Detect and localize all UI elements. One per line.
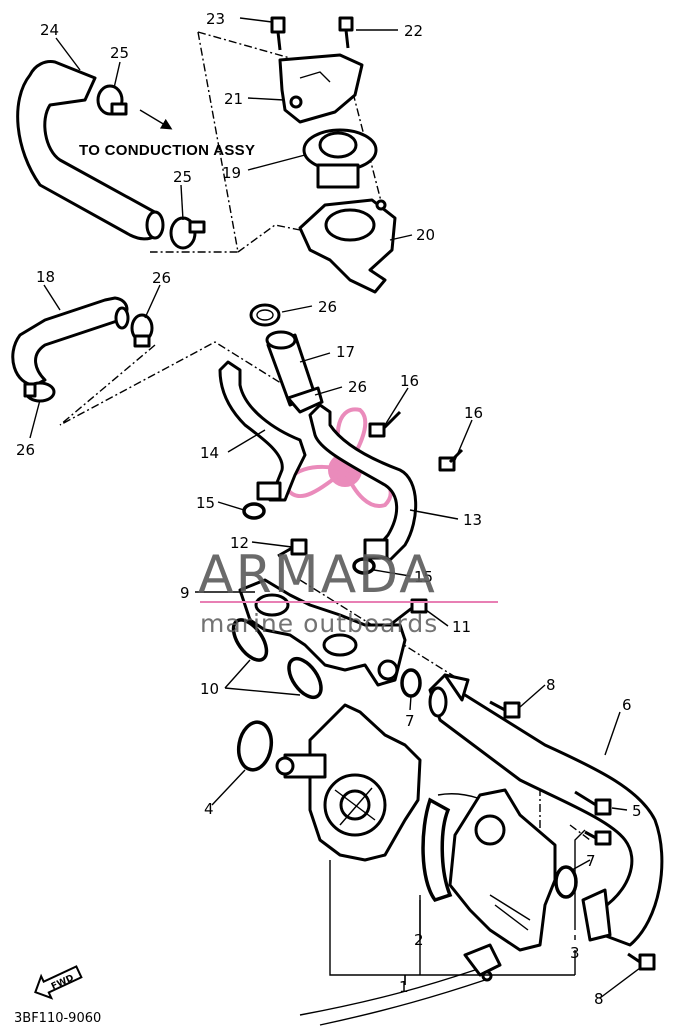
callout-3: 3 bbox=[570, 944, 580, 962]
hose-clamp-25-upper bbox=[96, 84, 128, 116]
callout-26-c: 26 bbox=[348, 378, 367, 396]
o-ring-7-a bbox=[400, 668, 422, 698]
bolt-7-small bbox=[584, 830, 612, 846]
callout-6: 6 bbox=[622, 696, 632, 714]
callout-2: 2 bbox=[414, 931, 424, 949]
impeller-shaft bbox=[275, 753, 327, 779]
callout-19: 19 bbox=[222, 164, 241, 182]
o-ring-15-b bbox=[352, 557, 376, 575]
callout-4: 4 bbox=[204, 800, 214, 818]
callout-26-b: 26 bbox=[318, 298, 337, 316]
hose-clamp-25-lower bbox=[169, 216, 206, 250]
arrow-to-conduction bbox=[139, 109, 173, 130]
callout-9: 9 bbox=[180, 584, 190, 602]
water-pump-cover bbox=[308, 703, 422, 862]
callout-24: 24 bbox=[40, 21, 59, 39]
callout-23: 23 bbox=[206, 10, 225, 28]
gasket-2 bbox=[421, 797, 453, 903]
callout-15-b: 15 bbox=[414, 568, 433, 586]
callout-16-b: 16 bbox=[464, 404, 483, 422]
o-ring-4 bbox=[236, 720, 274, 772]
callout-8-a: 8 bbox=[546, 676, 556, 694]
front-direction-marker: FWD bbox=[34, 965, 83, 1000]
gasket-10-b bbox=[287, 656, 323, 700]
callout-26-d: 26 bbox=[16, 441, 35, 459]
o-ring-7-b bbox=[554, 865, 578, 899]
pipe-13 bbox=[308, 403, 418, 562]
bolt-22 bbox=[338, 16, 354, 49]
bolt-23 bbox=[270, 16, 286, 51]
callout-20: 20 bbox=[416, 226, 435, 244]
callout-1: 1 bbox=[399, 978, 409, 996]
hose-clamp-26-a bbox=[130, 313, 154, 348]
hose-24 bbox=[16, 60, 165, 241]
callout-16-a: 16 bbox=[400, 372, 419, 390]
pipe-17 bbox=[265, 330, 324, 414]
leader-lines bbox=[29, 17, 641, 999]
bolt-8-a bbox=[489, 700, 521, 719]
watermark: ARMADA marine outboards bbox=[198, 545, 498, 638]
callout-21: 21 bbox=[224, 90, 243, 108]
watermark-tagline: marine outboards bbox=[200, 609, 438, 638]
callout-8-b: 8 bbox=[594, 990, 604, 1008]
callout-7-b: 7 bbox=[586, 852, 596, 870]
callout-7-a: 7 bbox=[405, 712, 415, 730]
callout-17: 17 bbox=[336, 343, 355, 361]
callout-25-upper: 25 bbox=[110, 44, 129, 62]
callout-25-lower: 25 bbox=[173, 168, 192, 186]
callout-12: 12 bbox=[230, 534, 249, 552]
thermostat-19 bbox=[302, 128, 378, 189]
callout-labels: 23 22 24 25 21 19 25 20 18 26 26 17 26 1… bbox=[16, 10, 642, 1008]
pipe-6 bbox=[428, 673, 664, 947]
callout-11: 11 bbox=[452, 618, 471, 636]
thermostat-housing-20 bbox=[298, 198, 397, 294]
callout-13: 13 bbox=[463, 511, 482, 529]
callout-15-a: 15 bbox=[196, 494, 215, 512]
diagram-code: 3BF110-9060 bbox=[14, 1011, 101, 1026]
thermostat-cover-21 bbox=[278, 53, 364, 124]
pump-body-1 bbox=[448, 788, 557, 952]
callout-10: 10 bbox=[200, 680, 219, 698]
callout-26-a: 26 bbox=[152, 269, 171, 287]
bolt-5 bbox=[574, 790, 612, 816]
manifold-9 bbox=[238, 578, 407, 687]
callout-18: 18 bbox=[36, 268, 55, 286]
callout-5: 5 bbox=[632, 802, 642, 820]
o-ring-15-a bbox=[242, 502, 266, 520]
hose-18 bbox=[11, 296, 130, 387]
callout-14: 14 bbox=[200, 444, 219, 462]
hose-clamp-26-c bbox=[249, 303, 281, 327]
watermark-brand: ARMADA bbox=[198, 545, 437, 605]
callout-22: 22 bbox=[404, 22, 423, 40]
bolt-16-a bbox=[368, 410, 402, 438]
conduction-assy-note: TO CONDUCTION ASSY bbox=[79, 142, 255, 159]
bolt-8-b bbox=[627, 952, 656, 971]
hose-clamp-26-b bbox=[23, 381, 56, 403]
gasket-10-a bbox=[231, 618, 269, 662]
